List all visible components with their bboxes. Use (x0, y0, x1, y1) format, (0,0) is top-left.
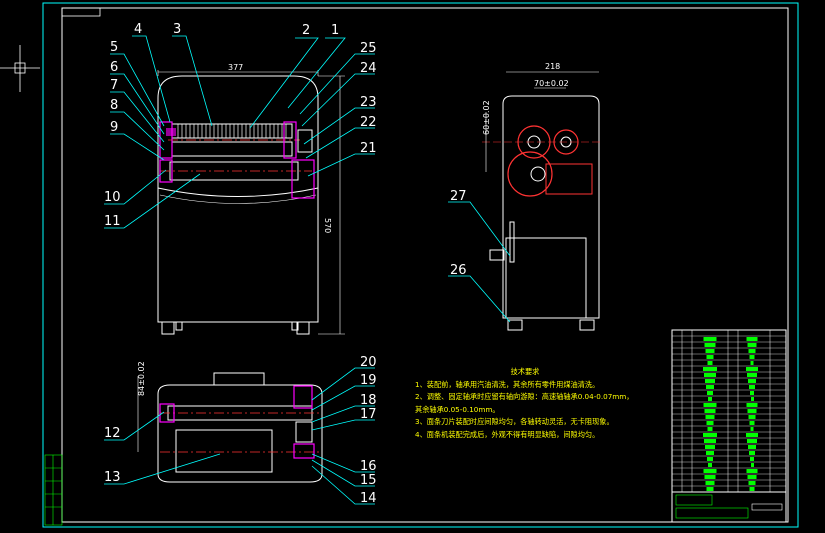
label-8: 8 (110, 98, 118, 113)
dim-side-spacing-v: 60±0.02 (482, 100, 491, 135)
note-line-4: 3、面条刀片装配时应间隙均匀，各轴转动灵活，无卡阻现象。 (415, 417, 614, 426)
label-16: 16 (360, 459, 377, 474)
dim-front-width: 377 (228, 63, 243, 72)
label-25: 25 (360, 41, 377, 56)
label-12: 12 (104, 426, 121, 441)
note-line-2: 2、调整、固定轴承时应留有轴向游隙：高速轴轴承0.04-0.07mm， (415, 392, 634, 401)
label-24: 24 (360, 61, 377, 76)
label-15: 15 (360, 473, 377, 488)
label-5: 5 (110, 40, 118, 55)
note-line-3: 其余轴承0.05-0.10mm。 (415, 404, 500, 414)
note-line-5: 4、面条机装配完成后，外观不得有明显缺陷，间隙均匀。 (415, 429, 600, 439)
label-6: 6 (110, 60, 118, 75)
label-3: 3 (173, 22, 181, 37)
note-line-1: 1、装配前，轴承用汽油清洗，其余所有零件用煤油清洗。 (415, 379, 600, 389)
parts-list-table (671, 329, 787, 523)
label-1: 1 (331, 23, 339, 38)
label-27: 27 (450, 189, 467, 204)
label-4: 4 (134, 22, 142, 37)
label-13: 13 (104, 470, 121, 485)
crosshair-cursor (0, 45, 40, 92)
label-10: 10 (104, 190, 121, 205)
label-7: 7 (110, 78, 118, 93)
dim-top-spacing: 84±0.02 (137, 361, 146, 396)
left-margin-table (44, 454, 63, 526)
side-view (482, 71, 600, 331)
label-18: 18 (360, 393, 377, 408)
front-body (157, 75, 319, 323)
dim-front-height: 570 (323, 218, 332, 233)
corner-mark (61, 7, 101, 17)
part-labels: 1 2 3 4 5 6 7 8 9 10 11 12 13 14 15 16 1… (104, 22, 467, 506)
label-17: 17 (360, 407, 377, 422)
label-9: 9 (110, 120, 118, 135)
front-view (157, 70, 345, 335)
technical-requirements: 技术要求 1、装配前，轴承用汽油清洗，其余所有零件用煤油清洗。 2、调整、固定轴… (415, 366, 665, 441)
label-19: 19 (360, 373, 377, 388)
top-view (137, 372, 323, 483)
label-21: 21 (360, 141, 377, 156)
label-22: 22 (360, 115, 377, 130)
outer-border (42, 2, 799, 528)
label-23: 23 (360, 95, 377, 110)
notes-title: 技术要求 (510, 367, 540, 376)
dim-side-spacing-h: 70±0.02 (534, 79, 569, 88)
label-11: 11 (104, 214, 121, 229)
dim-side-width: 218 (545, 62, 560, 71)
label-26: 26 (450, 263, 467, 278)
label-20: 20 (360, 355, 377, 370)
label-2: 2 (302, 23, 310, 38)
label-14: 14 (360, 491, 377, 506)
leader-lines (104, 35, 511, 505)
drawing-border (61, 7, 789, 523)
